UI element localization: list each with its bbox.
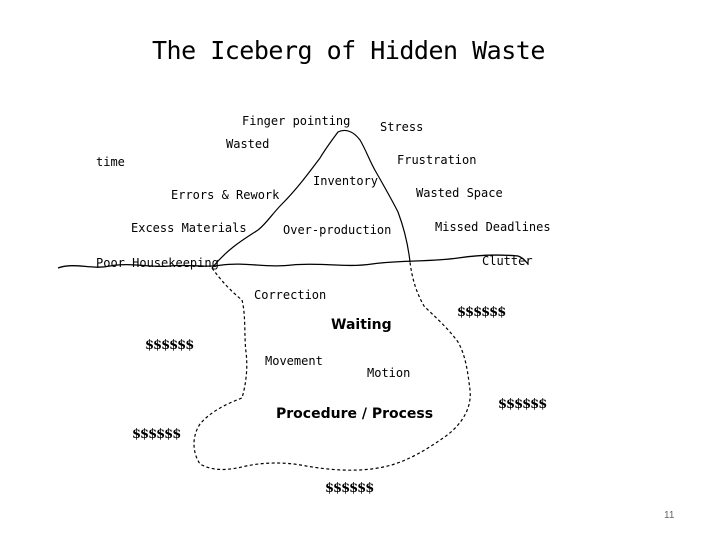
label-procedure-process: Procedure / Process bbox=[276, 406, 434, 422]
label-motion: Motion bbox=[367, 366, 411, 380]
money-label: $$$$$$ bbox=[498, 397, 547, 412]
label-errors-rework: Errors & Rework bbox=[171, 188, 280, 202]
label-waiting: Waiting bbox=[331, 317, 392, 333]
page-number: 11 bbox=[664, 510, 675, 521]
label-inventory: Inventory bbox=[313, 174, 379, 188]
label-excess-materials: Excess Materials bbox=[131, 221, 247, 235]
money-label: $$$$$$ bbox=[457, 305, 506, 320]
label-movement: Movement bbox=[265, 354, 323, 368]
label-poor-housekeeping: Poor Housekeeping bbox=[96, 256, 219, 270]
iceberg-submerged-outline bbox=[193, 261, 471, 471]
label-wasted: Wasted bbox=[226, 137, 270, 151]
label-stress: Stress bbox=[380, 120, 424, 134]
label-missed-deadlines: Missed Deadlines bbox=[435, 220, 551, 234]
label-wasted-space: Wasted Space bbox=[416, 186, 503, 200]
label-over-production: Over-production bbox=[283, 223, 392, 237]
iceberg-tip-outline bbox=[211, 129, 411, 269]
label-correction: Correction bbox=[254, 288, 327, 302]
money-label: $$$$$$ bbox=[325, 481, 374, 496]
label-finger-pointing: Finger pointing bbox=[242, 114, 351, 128]
money-label: $$$$$$ bbox=[132, 427, 181, 442]
label-clutter: Clutter bbox=[482, 254, 533, 268]
label-time: time bbox=[96, 155, 125, 169]
waterline bbox=[57, 254, 529, 269]
money-label: $$$$$$ bbox=[145, 338, 194, 353]
page-title: The Iceberg of Hidden Waste bbox=[152, 36, 545, 65]
label-frustration: Frustration bbox=[397, 153, 477, 167]
